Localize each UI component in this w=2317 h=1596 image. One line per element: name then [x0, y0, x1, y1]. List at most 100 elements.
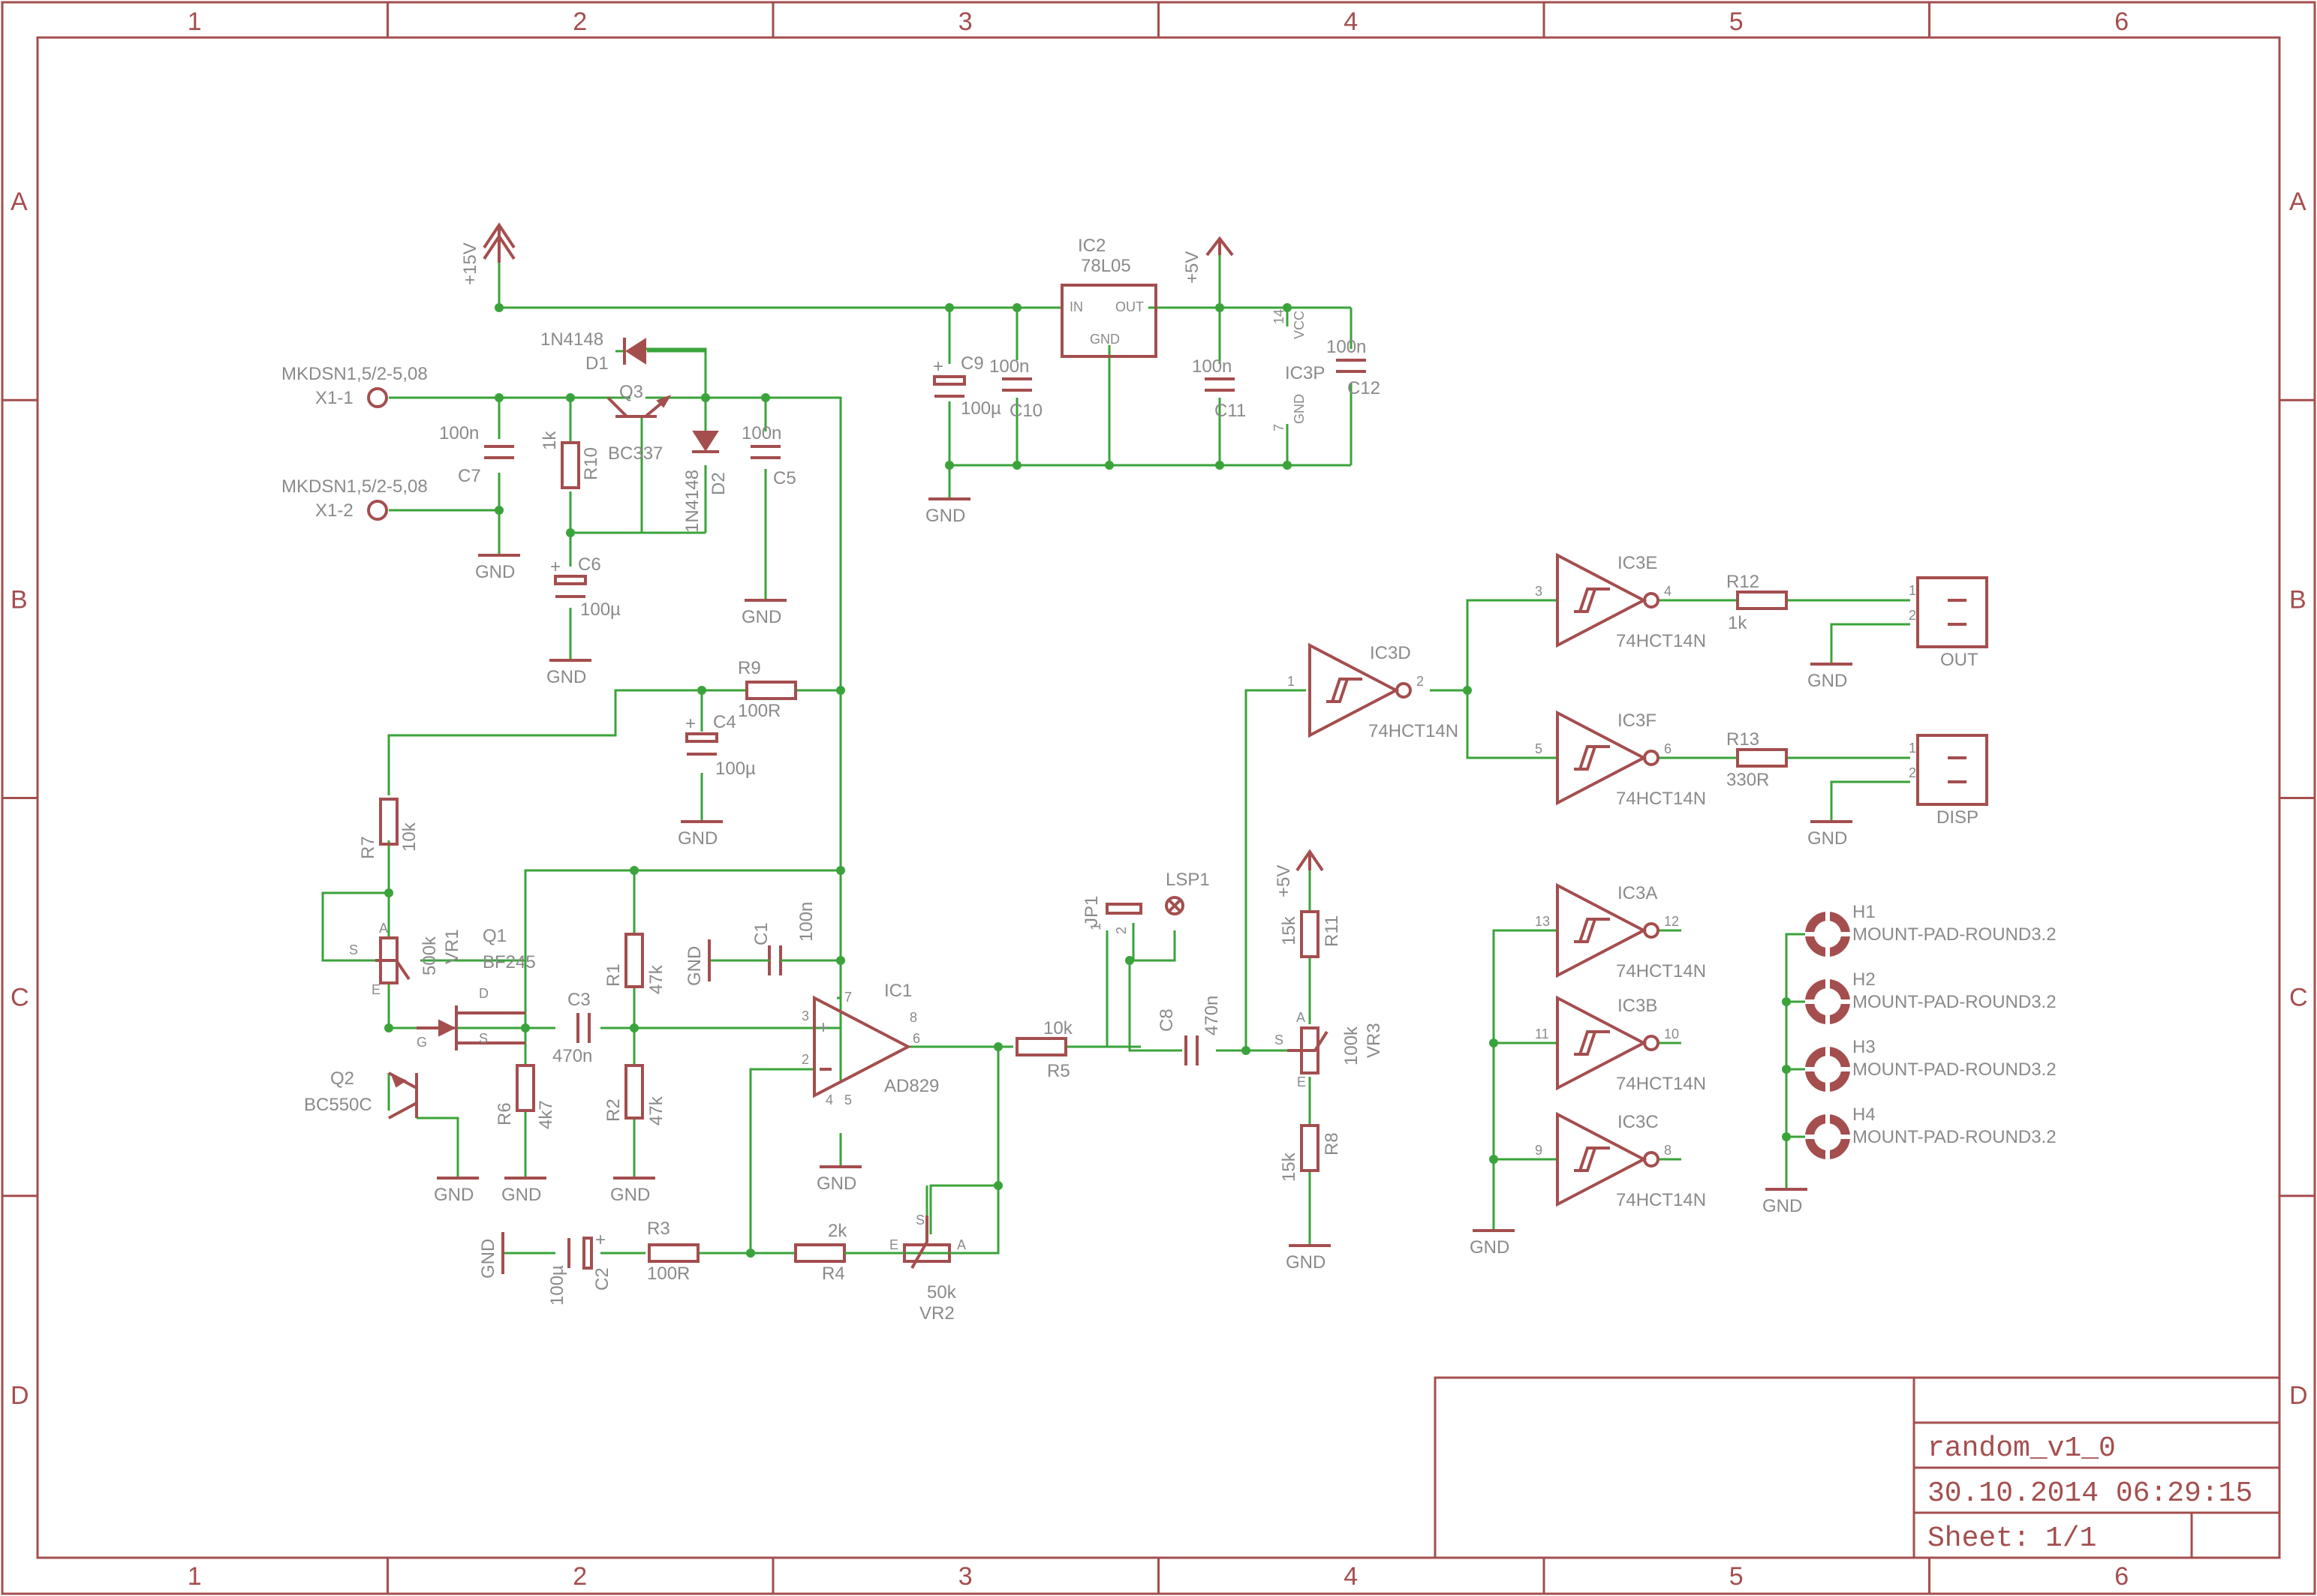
r2-value: 47k	[646, 1096, 667, 1126]
ground-label: GND	[546, 667, 586, 687]
ground-label: GND	[434, 1185, 474, 1205]
vr3-name: VR3	[1364, 1023, 1384, 1058]
q1-pin-s: S	[479, 1031, 488, 1046]
r13-value: 330R	[1726, 770, 1769, 790]
resistor-r9: R9 100R	[738, 658, 797, 721]
ground-label: GND	[1807, 828, 1847, 849]
solder-point-lsp1: LSP1	[1165, 870, 1210, 915]
r7-name: R7	[358, 836, 378, 859]
r9-value: 100R	[738, 701, 781, 721]
c11-value: 100n	[1192, 356, 1232, 377]
c3-name: C3	[567, 990, 591, 1010]
inverter-pin-out: 8	[1664, 1143, 1672, 1158]
ground-label: GND	[478, 1239, 498, 1279]
connector-disp: 1 2 DISP	[1909, 734, 1988, 828]
resistor-r12: R12 1k	[1726, 572, 1788, 633]
ic1-plus: +	[818, 1017, 829, 1038]
frame-column-label-bottom: 2	[573, 1562, 587, 1591]
ic1-pin5: 5	[844, 1093, 852, 1108]
inverter-pin-out: 12	[1664, 914, 1679, 929]
c8-value: 470n	[1202, 996, 1222, 1035]
ground-icon: GND	[1470, 1229, 1515, 1258]
transistor-q2: Q2 BC550C	[304, 1069, 418, 1120]
c10-value: 100n	[989, 356, 1029, 377]
transistor-q3: Q3 BC337	[606, 382, 672, 464]
ground-label: GND	[1286, 1252, 1326, 1273]
ground-icon: GND	[742, 599, 787, 627]
inverter-pin-in: 9	[1535, 1143, 1542, 1158]
capacitor-c4: + C4 100µ	[685, 712, 756, 779]
ic2-gnd-pin: GND	[1090, 332, 1120, 347]
c7-value: 100n	[439, 423, 479, 443]
ground-label: GND	[1807, 671, 1847, 691]
frame-column-label-bottom: 4	[1344, 1562, 1358, 1591]
frame-column-label-bottom: 6	[2114, 1562, 2129, 1591]
ground-label: GND	[817, 1174, 856, 1194]
ic1-value: AD829	[884, 1076, 939, 1096]
inverter-name: IC3B	[1617, 996, 1657, 1016]
r13-name: R13	[1726, 729, 1759, 750]
q1-value: BF245	[483, 952, 536, 972]
c12-name: C12	[1347, 378, 1380, 398]
frame-column-label-bottom: 1	[188, 1562, 202, 1591]
r12-name: R12	[1726, 572, 1759, 592]
frame-column-label-top: 4	[1344, 8, 1358, 36]
capacitor-c11: 100n C11	[1192, 356, 1246, 421]
mount-pad-name: H4	[1852, 1105, 1876, 1125]
ground-icon: GND	[1762, 1188, 1807, 1216]
supply-5v-label: +5V	[1274, 865, 1294, 897]
mounting-pads: H1MOUNT-PAD-ROUND3.2H2MOUNT-PAD-ROUND3.2…	[1805, 902, 2057, 1159]
capacitor-c8: C8 470n	[1157, 996, 1222, 1066]
ground-icon: GND	[1807, 663, 1852, 691]
power-pins-ic3p: 14 VCC IC3P GND 7	[1271, 309, 1325, 431]
inverter-name: IC3E	[1617, 553, 1657, 573]
inverter-pin-in: 1	[1287, 674, 1295, 689]
ic3p-vcc: VCC	[1292, 311, 1307, 339]
ground-label: GND	[685, 946, 705, 986]
junctions	[384, 303, 1791, 1258]
inverter-name: IC3F	[1617, 711, 1657, 731]
ground-icon: GND	[817, 1165, 862, 1194]
capacitor-c3: C3 470n	[552, 990, 592, 1066]
vr3-pin-a: A	[1296, 1010, 1305, 1025]
inverter-name: IC3D	[1370, 643, 1411, 663]
frame-row-label-right: D	[2289, 1381, 2308, 1410]
frame-column-label-top: 2	[573, 8, 587, 36]
ground-label: GND	[1762, 1196, 1802, 1216]
x1-2-type: MKDSN1,5/2-5,08	[281, 476, 428, 497]
resistor-r6: R6 4k7	[495, 1064, 556, 1129]
c2-plus: +	[595, 1230, 606, 1250]
d1-name: D1	[585, 353, 609, 374]
c6-value: 100µ	[580, 600, 621, 620]
design-datetime: 30.10.2014 06:29:15	[1927, 1477, 2252, 1510]
ic1-pin2: 2	[802, 1052, 809, 1067]
ground-icon: GND	[1286, 1244, 1331, 1273]
nets	[321, 255, 1910, 1255]
frame-column-label-bottom: 3	[958, 1562, 973, 1591]
r12-value: 1k	[1728, 613, 1747, 633]
x1-1-name: X1-1	[315, 388, 354, 408]
ic2-out-pin: OUT	[1115, 299, 1144, 314]
inverter-pin-in: 5	[1535, 741, 1542, 756]
q2-name: Q2	[330, 1069, 354, 1089]
resistor-r2: R2 47k	[603, 1064, 667, 1126]
c3-value: 470n	[552, 1046, 592, 1066]
ground-icon: GND	[478, 1232, 504, 1279]
vr2-name: VR2	[919, 1303, 955, 1324]
r3-value: 100R	[647, 1264, 690, 1284]
ic3p-pin14: 14	[1271, 309, 1286, 324]
terminal-x1-1: MKDSN1,5/2-5,08 X1-1	[281, 364, 428, 408]
supply-5v-icon: +5V	[1274, 849, 1324, 897]
ground-icon: GND	[501, 1177, 546, 1205]
r10-name: R10	[581, 447, 601, 480]
r8-value: 15k	[1279, 1152, 1299, 1182]
c8-name: C8	[1157, 1008, 1177, 1032]
c10-name: C10	[1010, 401, 1043, 421]
q2-value: BC550C	[304, 1095, 372, 1115]
regulator-ic2: IN OUT GND IC2 78L05	[1061, 236, 1157, 358]
